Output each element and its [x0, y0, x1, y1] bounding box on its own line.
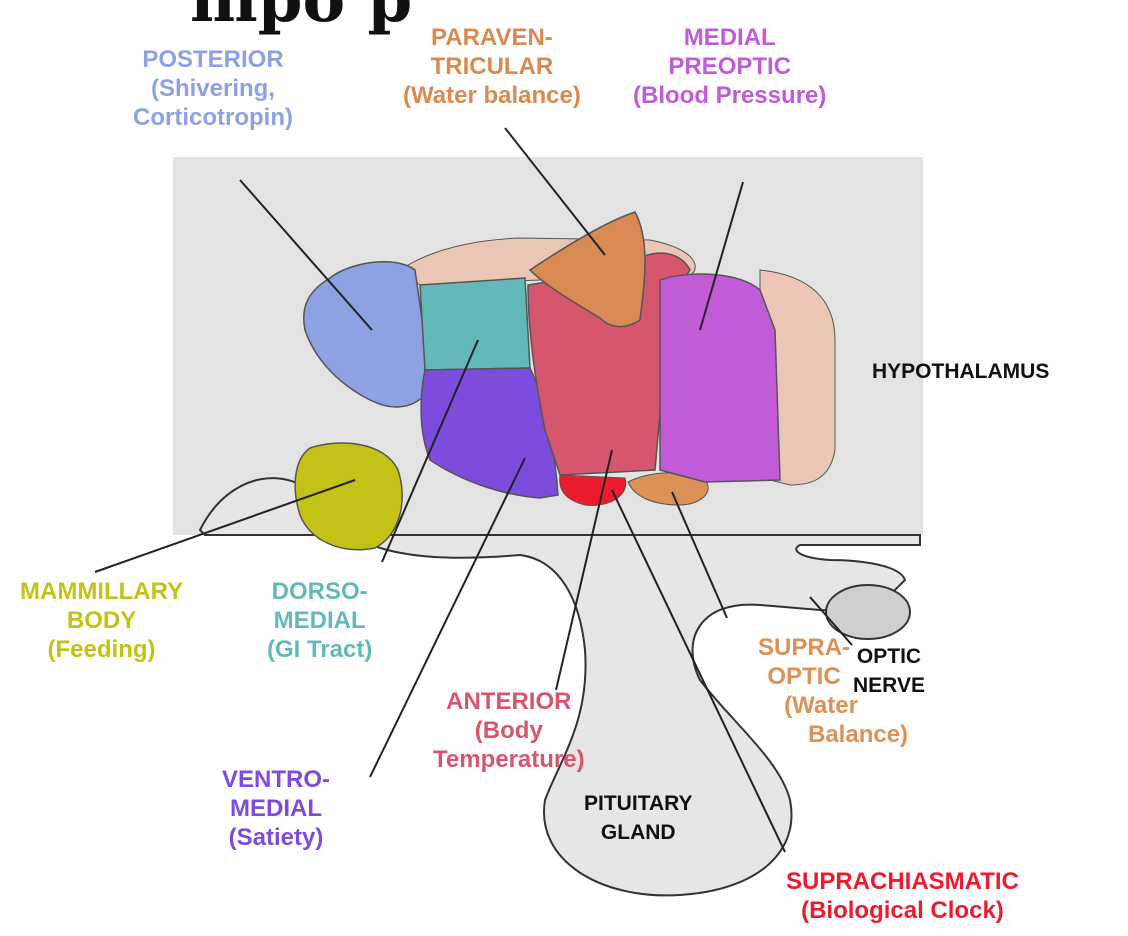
label-optic-nerve: OPTIC NERVE	[853, 642, 925, 700]
label-dorsomedial: DORSO- MEDIAL (GI Tract)	[267, 577, 372, 664]
label-suprachiasmatic: SUPRACHIASMATIC (Biological Clock)	[786, 867, 1019, 925]
label-pituitary: PITUITARY GLAND	[584, 789, 693, 847]
label-hypothalamus: HYPOTHALAMUS	[872, 357, 1049, 386]
label-mammillary: MAMMILLARY BODY (Feeding)	[20, 577, 183, 664]
label-ventromedial: VENTRO- MEDIAL (Satiety)	[222, 765, 330, 852]
label-paraventricular: PARAVEN- TRICULAR (Water balance)	[403, 23, 581, 110]
label-anterior: ANTERIOR (Body Temperature)	[433, 687, 585, 774]
dorsomedial-region	[420, 278, 530, 370]
medial-preoptic-region	[660, 274, 780, 482]
label-posterior: POSTERIOR (Shivering, Corticotropin)	[133, 45, 293, 132]
label-medial-preoptic: MEDIAL PREOPTIC (Blood Pressure)	[633, 23, 826, 110]
